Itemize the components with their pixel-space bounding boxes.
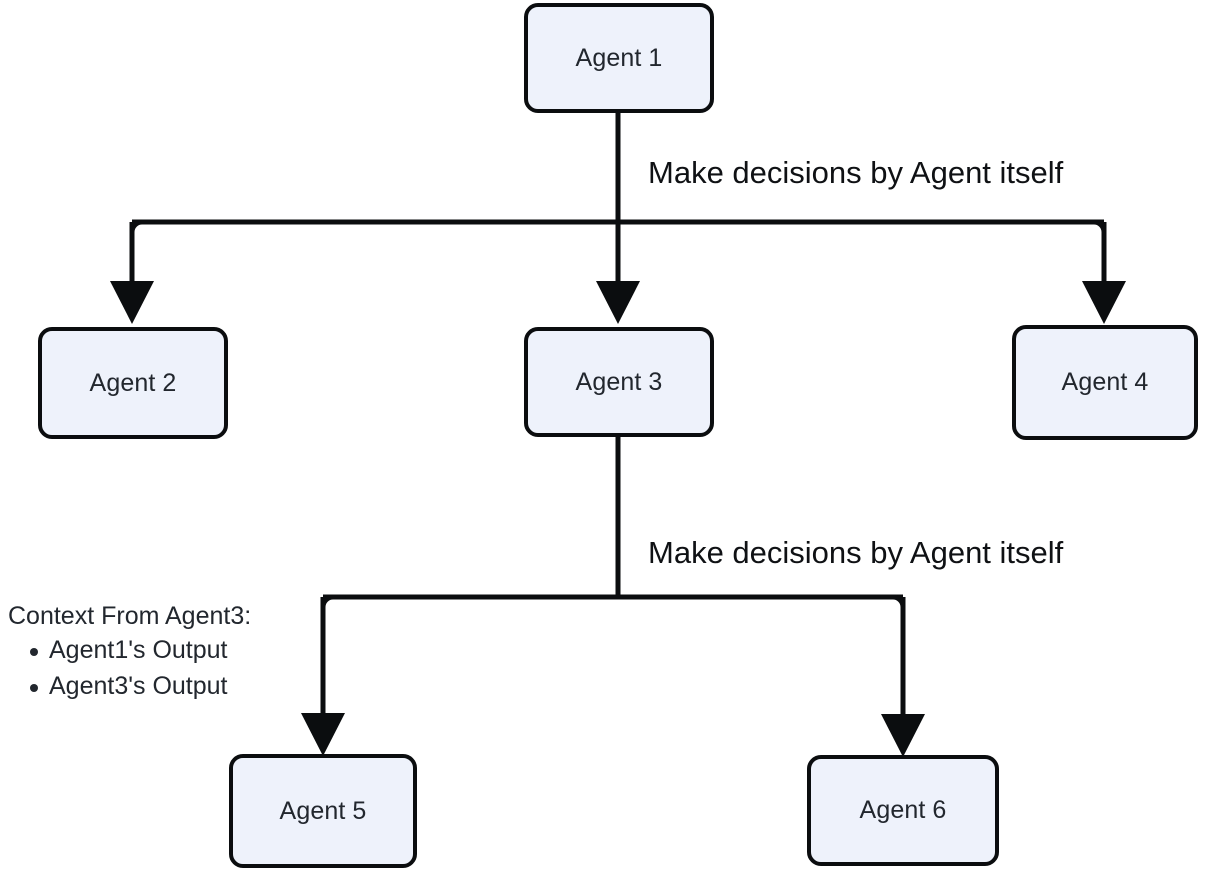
node-agent-4-label: Agent 4 <box>1061 368 1149 396</box>
node-agent-4[interactable]: Agent 4 <box>1012 325 1198 440</box>
node-agent-3-label: Agent 3 <box>575 367 663 396</box>
node-agent-6[interactable]: Agent 6 <box>807 755 999 866</box>
context-list-item-label: Agent3's Output <box>49 672 228 700</box>
node-agent-2-label: Agent 2 <box>89 368 177 397</box>
node-agent-6-label: Agent 6 <box>859 796 947 824</box>
corner-level1-left <box>129 219 155 245</box>
context-annotation: Context From Agent3: Agent1's Output Age… <box>8 604 251 710</box>
node-agent-1[interactable]: Agent 1 <box>524 3 714 113</box>
edge-label-level-2: Make decisions by Agent itself <box>648 535 1064 570</box>
node-agent-1-label: Agent 1 <box>575 43 663 72</box>
context-list-item-label: Agent1's Output <box>49 636 228 664</box>
context-title: Context From Agent3: <box>8 602 252 630</box>
bullet-icon <box>30 684 38 692</box>
context-list-item: Agent1's Output <box>8 638 251 663</box>
node-agent-3[interactable]: Agent 3 <box>524 327 714 437</box>
node-agent-5[interactable]: Agent 5 <box>229 754 417 868</box>
bullet-icon <box>30 648 38 656</box>
edge-label-level-1: Make decisions by Agent itself <box>648 155 1064 190</box>
node-agent-5-label: Agent 5 <box>279 796 367 825</box>
node-agent-2[interactable]: Agent 2 <box>38 327 228 439</box>
corner-level2-left <box>320 594 346 620</box>
corner-level2-right <box>880 594 906 620</box>
corner-level1-right <box>1081 219 1107 245</box>
context-list-item: Agent3's Output <box>8 674 251 699</box>
context-item-list: Agent1's Output Agent3's Output <box>8 638 251 699</box>
